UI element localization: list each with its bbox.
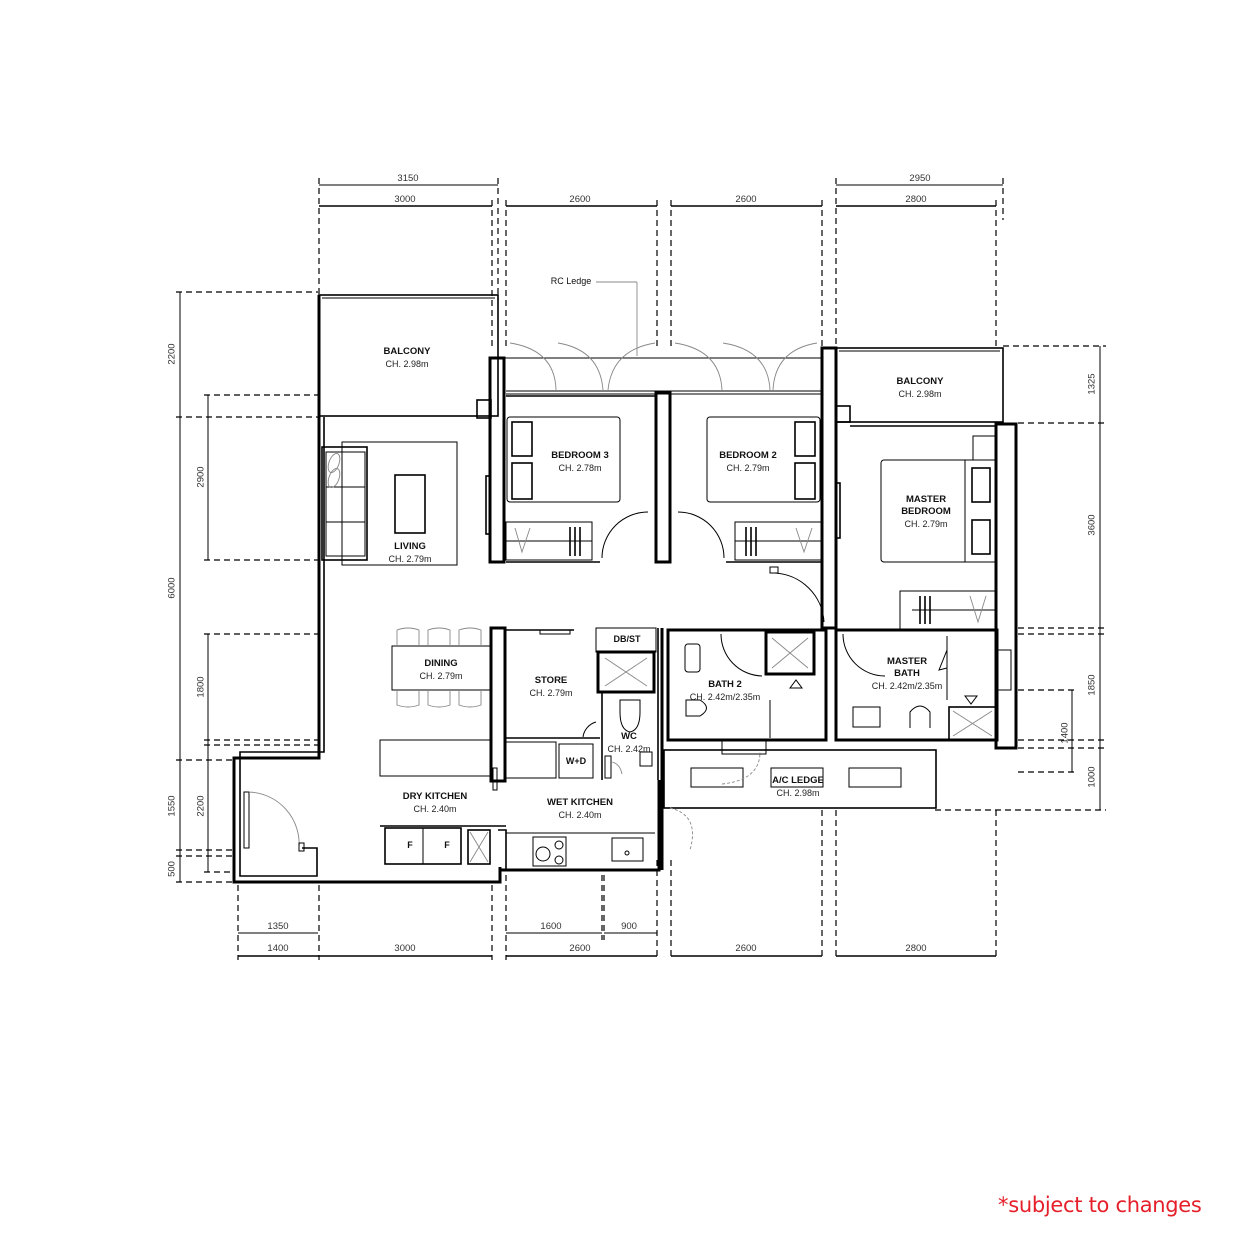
dim-right-inner-0: 1400 — [1059, 722, 1071, 744]
dim-left-inner-2: 2200 — [195, 795, 207, 817]
master-bedroom-walls — [835, 347, 1004, 630]
dim-top-inner-3: 2800 — [905, 194, 927, 205]
dim-left-inner-0: 2900 — [195, 466, 207, 488]
dim-bottom-outer-2: 2600 — [569, 943, 591, 954]
dim-left-inner-1: 1800 — [195, 676, 207, 698]
kitchen-walls — [380, 825, 655, 870]
room-label-bedroom-2: BEDROOM 2 CH. 2.79m — [719, 450, 777, 473]
room-label-ac-ledge: A/C LEDGE CH. 2.98m — [772, 775, 824, 798]
dim-bottom-inner-2: 900 — [621, 921, 637, 932]
dim-top-outer-1: 2950 — [909, 173, 931, 184]
dim-right-outer-1: 3600 — [1086, 514, 1098, 536]
room-label-wet-kitchen: WET KITCHEN CH. 2.40m — [547, 797, 613, 820]
dim-bottom-outer-4: 2800 — [905, 943, 927, 954]
dim-bottom-inner-0: 1350 — [267, 921, 289, 932]
top-dimensions — [318, 178, 1004, 350]
room-label-balcony-right: BALCONY CH. 2.98m — [896, 376, 944, 399]
right-dimensions — [935, 345, 1106, 811]
dim-top-inner-0: 3000 — [394, 194, 416, 205]
dim-right-outer-3: 1000 — [1086, 766, 1098, 788]
room-label-bedroom-3: BEDROOM 3 CH. 2.78m — [551, 450, 609, 473]
room-label-living: LIVING CH. 2.79m — [388, 541, 432, 564]
room-label-balcony-left: BALCONY CH. 2.98m — [383, 346, 431, 369]
room-label-wc: WC CH. 2.42m — [607, 731, 651, 754]
living-furniture — [321, 441, 491, 566]
room-label-bath-2: BATH 2 CH. 2.42m/2.35m — [689, 679, 761, 702]
rc-ledge-label: RC Ledge — [550, 276, 592, 286]
bedroom-walls — [488, 281, 1018, 750]
entrance-door — [243, 791, 305, 852]
dbst-label: DB/ST — [613, 634, 641, 644]
dim-left-outer-2: 1550 — [166, 795, 178, 817]
dim-left-outer-3: 500 — [166, 861, 178, 877]
dim-top-outer-0: 3150 — [397, 173, 419, 184]
dim-bottom-outer-0: 1400 — [267, 943, 289, 954]
room-label-master-bath: MASTER BATH CH. 2.42m/2.35m — [871, 656, 943, 691]
dim-top-inner-1: 2600 — [569, 194, 591, 205]
dim-right-outer-2: 1850 — [1086, 674, 1098, 696]
outer-walls — [232, 295, 661, 884]
room-label-dry-kitchen: DRY KITCHEN CH. 2.40m — [402, 791, 468, 814]
dim-bottom-inner-1: 1600 — [540, 921, 562, 932]
room-label-master-bedroom: MASTER BEDROOM CH. 2.79m — [901, 494, 951, 529]
dim-bottom-outer-1: 3000 — [394, 943, 416, 954]
room-label-dining: DINING CH. 2.79m — [419, 658, 463, 681]
dining-store-walls — [379, 626, 664, 870]
dim-top-inner-2: 2600 — [735, 194, 757, 205]
disclaimer-note: *subject to changes — [998, 1193, 1202, 1217]
bottom-dimensions — [237, 810, 997, 960]
ac-ledge-walls — [663, 739, 937, 851]
dim-bottom-outer-3: 2600 — [735, 943, 757, 954]
dim-left-outer-1: 6000 — [166, 577, 178, 599]
washer-dryer-label: W+D — [565, 756, 587, 766]
fridge-label-2: F — [444, 840, 450, 850]
room-label-store: STORE CH. 2.79m — [529, 675, 573, 698]
left-dimensions — [176, 291, 318, 883]
fridge-label-1: F — [407, 840, 413, 850]
dim-right-outer-0: 1325 — [1086, 373, 1098, 395]
dim-left-outer-0: 2200 — [166, 343, 178, 365]
